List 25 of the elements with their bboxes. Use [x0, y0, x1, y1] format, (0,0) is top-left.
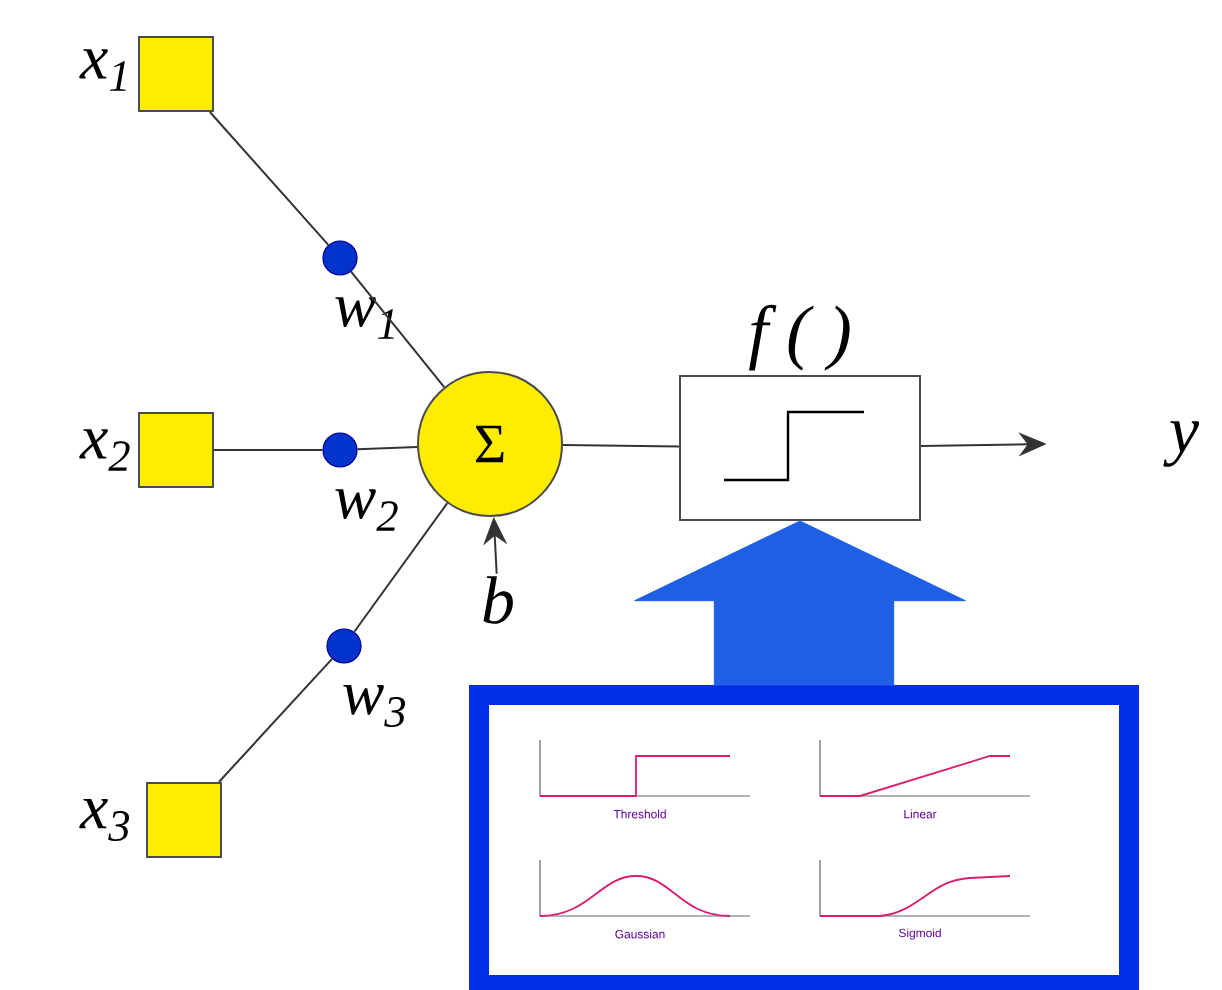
input-label: x$_{3}$	[79, 798, 130, 842]
connector-line	[350, 270, 446, 389]
connector-line	[208, 111, 330, 246]
bias-label: b	[483, 576, 513, 624]
weight-dot	[326, 628, 362, 664]
input-square	[138, 36, 214, 112]
weight-dot	[322, 432, 358, 468]
weight-label: w$_{3}$	[343, 684, 406, 728]
input-label: x$_{1}$	[79, 49, 126, 91]
weight-dot	[322, 240, 358, 276]
input-square	[138, 412, 214, 488]
connector-line	[356, 445, 419, 451]
connector-line	[353, 502, 449, 633]
node-label: f ( )	[749, 304, 850, 371]
connector-line	[213, 449, 324, 451]
input-square	[146, 782, 222, 858]
block-arrow	[634, 520, 966, 686]
connector-line	[217, 657, 334, 783]
weight-label: w$_{2}$	[335, 489, 398, 531]
input-label: x$_{2}$	[79, 429, 130, 471]
function-box: f ( )	[679, 304, 921, 521]
weight-label: w$_{1}$	[335, 297, 394, 339]
activation-panel	[469, 685, 1139, 990]
connector-line	[562, 443, 680, 448]
output-label: y	[1163, 421, 1200, 467]
